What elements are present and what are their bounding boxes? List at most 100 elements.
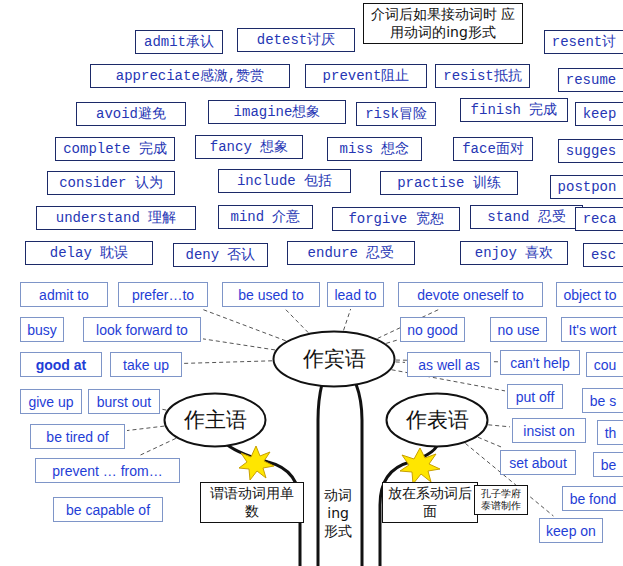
node-text: be capable of [66, 502, 150, 518]
verb-box: admit承认 [135, 30, 223, 54]
note-box: 介词后如果接动词时 应用动词的ing形式 [363, 3, 523, 44]
node-text: miss 想念 [339, 140, 409, 158]
node-text: resent讨 [552, 33, 616, 51]
phrase-box: put off [507, 384, 563, 409]
node-text: be s [590, 393, 616, 409]
trunk-line [356, 384, 362, 566]
node-text: risk冒险 [365, 105, 427, 123]
node-text: burst out [97, 394, 151, 410]
node-text: reca [583, 211, 617, 227]
node-text: 放在系动词后面 [387, 485, 473, 520]
phrase-box: lead to [327, 282, 384, 307]
verb-box: mind 介意 [218, 205, 313, 229]
verb-box: forgive 宽恕 [332, 207, 460, 231]
node-text: postpon [558, 179, 617, 195]
verb-box: postpon [550, 175, 623, 199]
node-text: set about [509, 455, 567, 471]
usage-oval: 作主语 [163, 392, 267, 448]
node-text: object to [564, 287, 617, 303]
node-text: put off [516, 389, 555, 405]
node-text: forgive 宽恕 [348, 210, 443, 228]
dashed-connector [386, 340, 398, 344]
phrase-box: be used to [222, 282, 320, 307]
verb-box: detest讨厌 [237, 28, 355, 52]
oval-shape [387, 394, 488, 447]
node-text: finish 完成 [471, 101, 558, 119]
phrase-box: prefer…to [118, 282, 208, 307]
node-text: keep on [546, 523, 596, 539]
node-text: 作表语 [406, 406, 469, 434]
node-text: devote oneself to [417, 287, 524, 303]
node-text: admit承认 [144, 33, 214, 51]
phrase-box: busy [20, 317, 64, 342]
verb-box: consider 认为 [47, 171, 175, 195]
phrase-box: no use [490, 317, 547, 342]
node-text: th [605, 425, 617, 441]
dashed-connector [162, 409, 166, 411]
verb-box: practise 训练 [380, 171, 518, 195]
node-text: It's wort [569, 322, 617, 338]
verb-box: complete 完成 [55, 137, 175, 161]
note-box: 放在系动词后面 [382, 482, 478, 523]
phrase-box: burst out [88, 389, 160, 414]
verb-box: include 包括 [218, 169, 351, 193]
starburst [400, 448, 440, 484]
trunk-label: 动词 ing 形式 [322, 486, 354, 541]
phrase-box: prevent … from… [35, 458, 180, 483]
verb-box: resent讨 [544, 30, 623, 54]
node-text: include 包括 [237, 172, 332, 190]
node-text: consider 认为 [59, 174, 163, 192]
node-text: be [601, 457, 617, 473]
verb-box: deny 否认 [173, 243, 268, 267]
node-text: give up [28, 394, 73, 410]
node-text: no use [497, 322, 539, 338]
node-text: appreciate感激,赞赏 [116, 67, 264, 85]
node-text: prevent … from… [52, 463, 162, 479]
phrase-box: cou [586, 352, 623, 377]
usage-oval: 作宾语 [272, 330, 396, 388]
node-text: be fond [570, 491, 617, 507]
node-text: no good [407, 322, 458, 338]
dashed-connector [184, 361, 272, 364]
node-text: sugges [566, 143, 616, 159]
verb-box: enjoy 喜欢 [460, 241, 568, 265]
phrase-box: give up [20, 389, 82, 414]
verb-box: stand 忍受 [470, 205, 583, 229]
verb-box: face面对 [453, 137, 533, 161]
node-text: avoid避免 [96, 105, 166, 123]
node-text: prefer…to [132, 287, 194, 303]
dashed-connector [201, 309, 285, 341]
node-text: lead to [334, 287, 376, 303]
phrase-box: look forward to [83, 317, 201, 342]
node-text: 介词后如果接动词时 应用动词的ing形式 [368, 6, 518, 41]
dashed-connector [285, 309, 308, 333]
phrase-box: set about [500, 450, 576, 475]
verb-box: miss 想念 [327, 137, 422, 161]
node-text: good at [36, 357, 87, 373]
usage-oval: 作表语 [385, 392, 489, 448]
verb-box: avoid避免 [76, 102, 186, 126]
node-text: imagine想象 [234, 103, 321, 121]
dashed-connector [344, 309, 351, 330]
dashed-connector [138, 438, 175, 456]
credit-box: 孔子学府 泰谱制作 [474, 485, 528, 515]
node-text: keep [583, 106, 617, 122]
node-text: take up [123, 357, 169, 373]
phrase-box: admit to [20, 282, 108, 307]
verb-box: resist抵抗 [435, 64, 530, 88]
node-text: fancy 想象 [210, 138, 288, 156]
dashed-connector [478, 437, 504, 448]
node-text: 作宾语 [303, 345, 366, 373]
phrase-box: be s [582, 388, 623, 413]
node-text: 作主语 [184, 406, 247, 434]
node-text: mind 介意 [230, 208, 300, 226]
node-text: delay 耽误 [50, 244, 128, 262]
phrase-box: good at [20, 352, 102, 377]
node-text: look forward to [96, 322, 188, 338]
node-text: admit to [39, 287, 89, 303]
node-text: endure 忍受 [308, 244, 395, 262]
phrase-box: as well as [407, 352, 491, 377]
dashed-connector [396, 361, 405, 362]
verb-box: endure 忍受 [287, 241, 415, 265]
trunk-line [318, 384, 322, 566]
